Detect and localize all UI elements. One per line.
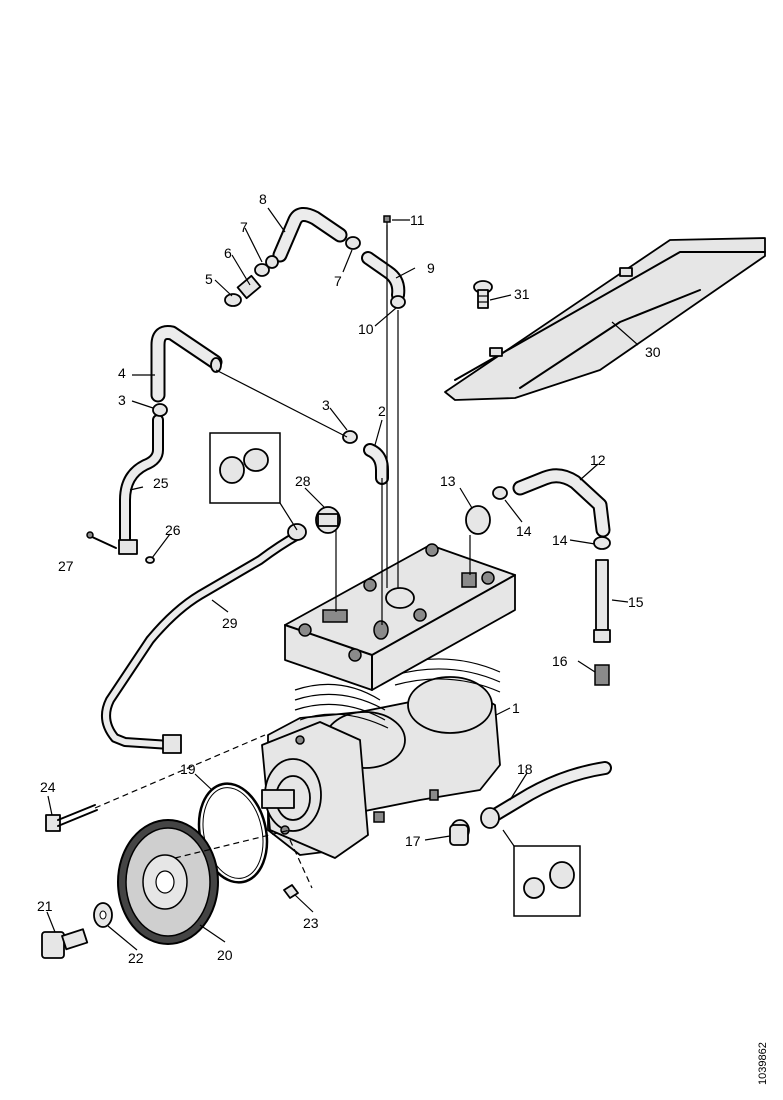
hose-part-8	[272, 207, 348, 263]
fitting-part-17	[449, 824, 469, 846]
label-19: 19	[180, 761, 196, 777]
label-30: 30	[645, 344, 661, 360]
label-9: 9	[427, 260, 435, 276]
washer-part-22	[93, 902, 113, 928]
label-26: 26	[165, 522, 181, 538]
gear-part-20	[117, 819, 219, 945]
label-23: 23	[303, 915, 319, 931]
bolt-part-21	[41, 928, 89, 959]
label-10: 10	[358, 321, 374, 337]
label-3: 3	[118, 392, 126, 408]
label-7: 7	[240, 219, 248, 235]
label-3-second: 3	[322, 397, 330, 413]
fittings-parts-26-27	[86, 531, 155, 564]
label-5: 5	[205, 271, 213, 287]
detail-inset-upper	[209, 432, 298, 531]
tube-part-29	[101, 523, 307, 754]
label-14-second: 14	[552, 532, 568, 548]
hose-part-4	[150, 325, 223, 403]
label-11: 11	[410, 212, 425, 228]
label-4: 4	[118, 365, 126, 381]
compressor-part-1	[261, 543, 516, 859]
label-27: 27	[58, 558, 74, 574]
bracket-part-30	[444, 237, 766, 401]
label-1: 1	[512, 700, 520, 716]
label-14: 14	[516, 523, 532, 539]
label-21: 21	[37, 898, 53, 914]
label-18: 18	[517, 761, 533, 777]
fitting-part-28	[315, 506, 341, 534]
label-8: 8	[259, 191, 267, 207]
label-25: 25	[153, 475, 169, 491]
hose-part-18	[450, 761, 612, 841]
plug-part-23	[283, 884, 299, 899]
callout-labels: 1 2 3 3 4 5 6 7 7 8 9 10 11 12 13 14 14 …	[37, 191, 769, 1085]
bolt-part-31	[473, 280, 493, 309]
elbow-part-2	[152, 403, 389, 485]
label-13: 13	[440, 473, 456, 489]
label-22: 22	[128, 950, 144, 966]
label-31: 31	[514, 286, 530, 302]
label-17: 17	[405, 833, 421, 849]
label-6: 6	[224, 245, 232, 261]
fittings-parts-5-6-7	[224, 236, 361, 307]
leader-lines	[46, 207, 639, 951]
label-12: 12	[590, 452, 606, 468]
label-20: 20	[217, 947, 233, 963]
hose-part-12	[465, 468, 611, 686]
label-29: 29	[222, 615, 238, 631]
label-2: 2	[378, 403, 386, 419]
detail-inset-lower	[502, 829, 581, 917]
bolt-part-24	[45, 804, 98, 832]
document-number: 1039862	[757, 1042, 769, 1085]
label-7-second: 7	[334, 273, 342, 289]
label-28: 28	[295, 473, 311, 489]
label-16: 16	[552, 653, 568, 669]
label-15: 15	[628, 594, 644, 610]
label-24: 24	[40, 779, 56, 795]
tube-part-25	[118, 414, 164, 555]
